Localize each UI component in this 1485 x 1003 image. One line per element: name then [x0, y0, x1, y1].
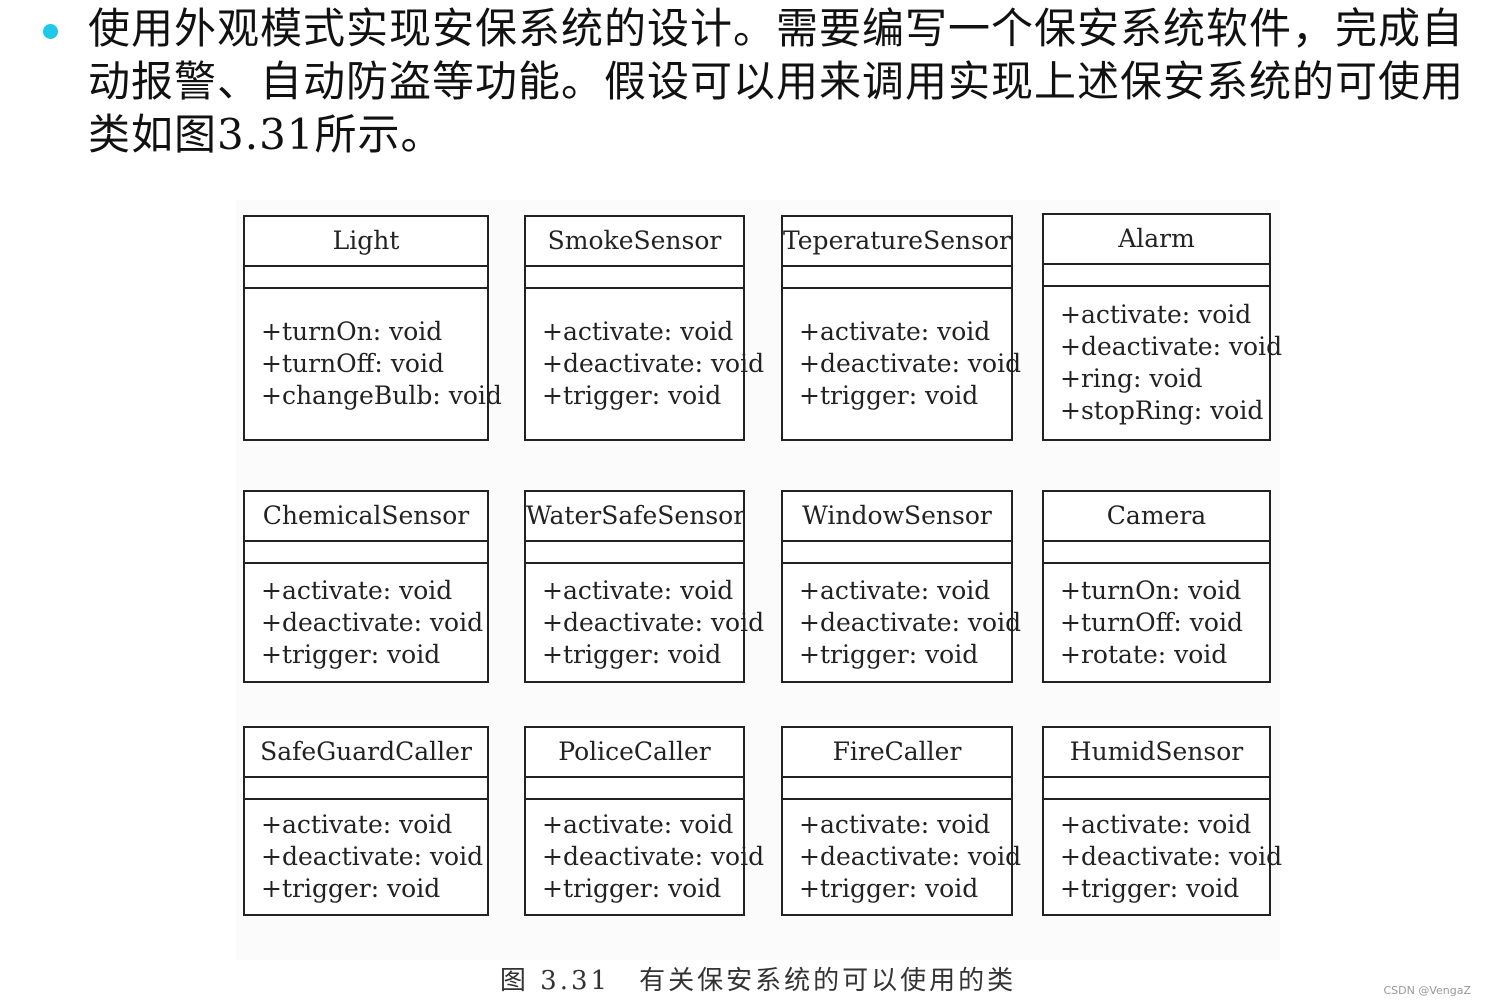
class-operations: +activate: void +deactivate: void +trigg…: [526, 800, 765, 914]
class-operation: +trigger: void: [542, 874, 722, 903]
class-operation: +trigger: void: [542, 639, 722, 669]
class-name: WaterSafeSensor: [526, 501, 743, 530]
class-operations: +turnOn: void +turnOff: void +changeBulb…: [245, 289, 502, 439]
class-attributes: [245, 265, 487, 289]
class-name: HumidSensor: [1069, 737, 1244, 766]
class-operation: +deactivate: void: [542, 349, 765, 378]
bullet-dot-icon: [43, 24, 58, 39]
class-box-light: Light +turnOn: void +turnOff: void +chan…: [243, 215, 502, 441]
class-box-fire-caller: FireCaller +activate: void +deactivate: …: [781, 726, 1022, 916]
class-name: WindowSensor: [802, 501, 992, 530]
class-operation: +ring: void: [1060, 364, 1203, 393]
class-operations: +activate: void +deactivate: void +trigg…: [526, 289, 765, 439]
class-operation: +deactivate: void: [799, 607, 1022, 637]
class-operations: +turnOn: void +turnOff: void +rotate: vo…: [1044, 564, 1269, 681]
class-name: Light: [332, 226, 400, 255]
class-operation: +turnOn: void: [1060, 575, 1242, 605]
class-operation: +trigger: void: [1060, 874, 1240, 903]
class-operation: +deactivate: void: [1060, 332, 1283, 361]
class-box-humid-sensor: HumidSensor +activate: void +deactivate:…: [1042, 726, 1283, 916]
class-box-window-sensor: WindowSensor +activate: void +deactivate…: [781, 490, 1022, 683]
class-attributes: [245, 776, 487, 800]
class-operation: +deactivate: void: [261, 607, 484, 637]
class-attributes: [1044, 776, 1269, 800]
class-box-teperature-sensor: TeperatureSensor +activate: void +deacti…: [781, 215, 1022, 441]
class-operations: +activate: void +deactivate: void +ring:…: [1044, 287, 1283, 439]
class-operation: +activate: void: [799, 317, 991, 346]
class-attributes: [783, 265, 1011, 289]
class-operation: +turnOn: void: [261, 317, 443, 346]
class-name: Alarm: [1118, 224, 1195, 253]
class-attributes: [245, 540, 487, 564]
class-name: SmokeSensor: [547, 226, 722, 255]
class-box-alarm: Alarm +activate: void +deactivate: void …: [1042, 213, 1283, 441]
class-attributes: [526, 265, 743, 289]
class-attributes: [783, 776, 1011, 800]
class-operations: +activate: void +deactivate: void +trigg…: [526, 564, 765, 681]
class-attributes: [1044, 540, 1269, 564]
class-operation: +rotate: void: [1060, 639, 1228, 669]
class-box-police-caller: PoliceCaller +activate: void +deactivate…: [524, 726, 765, 916]
class-operation: +deactivate: void: [1060, 842, 1283, 871]
class-operations: +activate: void +deactivate: void +trigg…: [1044, 800, 1283, 914]
class-operation: +deactivate: void: [542, 607, 765, 637]
class-operation: +activate: void: [542, 575, 734, 605]
class-operation: +activate: void: [542, 317, 734, 346]
class-name: PoliceCaller: [558, 737, 711, 766]
class-operation: +deactivate: void: [799, 349, 1022, 378]
class-operations: +activate: void +deactivate: void +trigg…: [783, 564, 1022, 681]
class-operation: +deactivate: void: [542, 842, 765, 871]
class-operations: +activate: void +deactivate: void +trigg…: [783, 289, 1022, 439]
class-name: SafeGuardCaller: [260, 737, 472, 766]
class-name: Camera: [1106, 501, 1207, 530]
class-attributes: [526, 776, 743, 800]
class-attributes: [1044, 263, 1269, 287]
class-box-smoke-sensor: SmokeSensor +activate: void +deactivate:…: [524, 215, 765, 441]
class-operation: +trigger: void: [261, 874, 441, 903]
intro-paragraph: 使用外观模式实现安保系统的设计。需要编写一个保安系统软件，完成自动报警、自动防盗…: [40, 2, 1475, 161]
class-operation: +turnOff: void: [1060, 607, 1243, 637]
class-operation: +trigger: void: [799, 381, 979, 410]
class-box-camera: Camera +turnOn: void +turnOff: void +rot…: [1042, 490, 1271, 683]
class-operation: +activate: void: [1060, 810, 1252, 839]
class-operation: +activate: void: [261, 575, 453, 605]
class-operation: +stopRing: void: [1060, 396, 1264, 425]
class-box-chemical-sensor: ChemicalSensor +activate: void +deactiva…: [243, 490, 489, 683]
class-operations: +activate: void +deactivate: void +trigg…: [245, 564, 487, 681]
class-operation: +activate: void: [542, 810, 734, 839]
class-operation: +activate: void: [1060, 300, 1252, 329]
class-box-safe-guard-caller: SafeGuardCaller +activate: void +deactiv…: [243, 726, 489, 916]
class-operation: +deactivate: void: [799, 842, 1022, 871]
class-operation: +changeBulb: void: [261, 381, 502, 410]
class-diagram: Light +turnOn: void +turnOff: void +chan…: [236, 200, 1283, 960]
class-operations: +activate: void +deactivate: void +trigg…: [245, 800, 487, 914]
class-box-water-safe-sensor: WaterSafeSensor +activate: void +deactiv…: [524, 490, 765, 683]
class-operation: +activate: void: [261, 810, 453, 839]
intro-text: 使用外观模式实现安保系统的设计。需要编写一个保安系统软件，完成自动报警、自动防盗…: [88, 4, 1465, 159]
class-operation: +trigger: void: [261, 639, 441, 669]
class-operation: +deactivate: void: [261, 842, 484, 871]
class-operation: +turnOff: void: [261, 349, 444, 378]
class-operation: +activate: void: [799, 575, 991, 605]
class-operations: +activate: void +deactivate: void +trigg…: [783, 800, 1022, 914]
class-attributes: [526, 540, 743, 564]
class-name: ChemicalSensor: [262, 501, 470, 530]
class-operation: +trigger: void: [799, 639, 979, 669]
figure-caption: 图 3.31 有关保安系统的可以使用的类: [499, 966, 1017, 996]
class-attributes: [783, 540, 1011, 564]
class-name: TeperatureSensor: [783, 226, 1011, 255]
class-operation: +trigger: void: [799, 874, 979, 903]
class-name: FireCaller: [832, 737, 962, 766]
class-operation: +activate: void: [799, 810, 991, 839]
watermark: CSDN @VengaZ: [1383, 984, 1471, 997]
class-operation: +trigger: void: [542, 381, 722, 410]
